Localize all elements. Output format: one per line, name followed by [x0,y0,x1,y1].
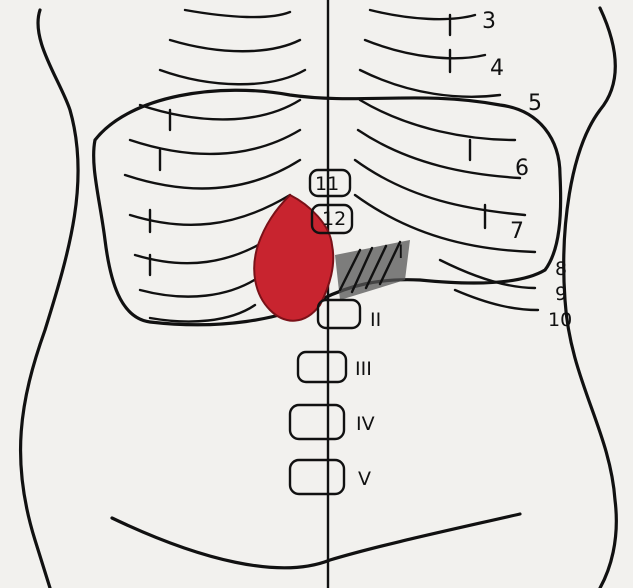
rib-label-4: 4 [490,56,504,81]
rib-label-8: 8 [555,258,567,280]
rib-label-9: 9 [555,283,567,305]
torso-outline-right [564,8,617,588]
rib-label-5: 5 [528,91,542,116]
vertebra-label-V: V [358,468,371,490]
vertebra-label-II: II [370,309,381,331]
torso-outline-left [21,10,79,588]
rib-label-6: 6 [515,156,529,181]
vertebra-label-I: I [398,241,404,263]
vertebra-label-12: 12 [322,208,346,230]
rib-label-10: 10 [548,309,572,331]
rib-label-7: 7 [510,219,524,244]
rib-label-3: 3 [482,9,496,34]
vertebra-label-IV: IV [356,413,375,435]
vertebra-label-III: III [355,358,372,380]
vertebra-label-11: 11 [315,173,339,195]
pelvis-line [112,514,520,568]
